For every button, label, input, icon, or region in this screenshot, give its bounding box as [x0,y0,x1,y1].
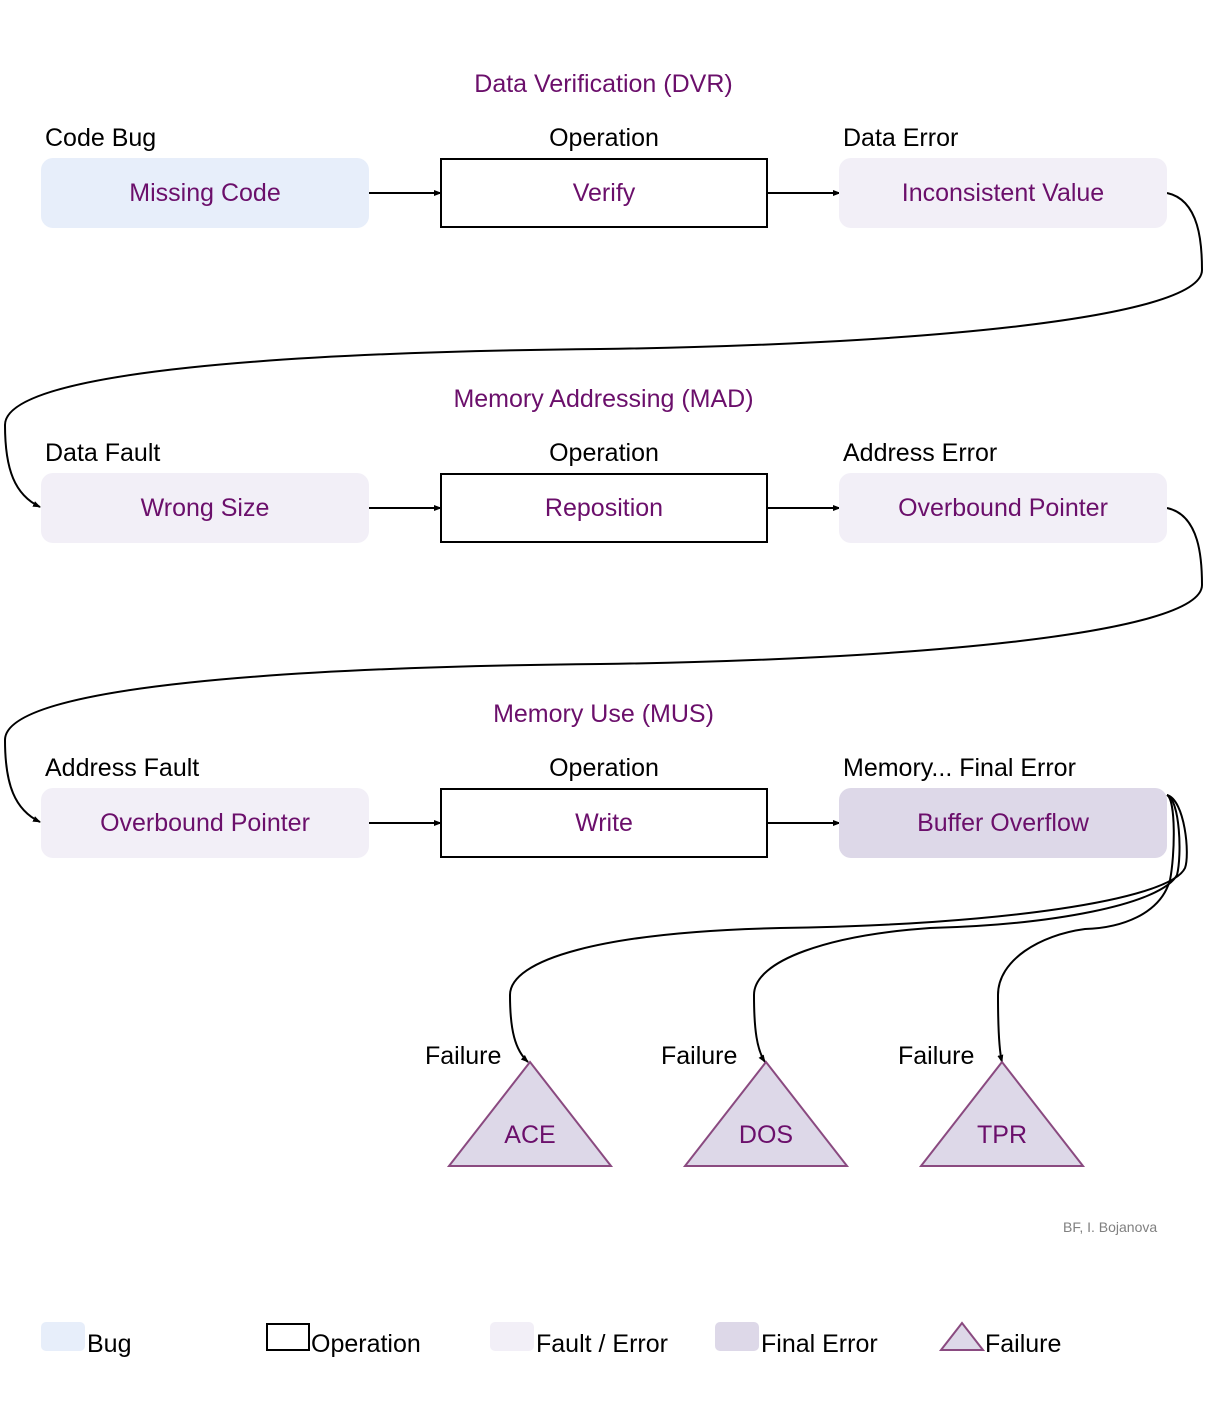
legend-final-swatch [715,1322,759,1351]
section-title-dvr: Data Verification (DVR) [474,70,733,98]
legend-bug-swatch [41,1322,85,1351]
credit-text: BF, I. Bojanova [1063,1219,1158,1235]
legend-operation-swatch [266,1323,310,1351]
failure-triangle-dos [682,1060,850,1167]
failure-triangle-ace [446,1060,614,1167]
node-buffer-overflow: Buffer Overflow [839,788,1167,858]
failure-label-dos: DOS [738,1121,794,1149]
role-label-address-error: Address Error [843,439,998,467]
arrow-buffer-overflow-to-ace [508,794,1188,1063]
role-label-operation: Operation [549,124,659,152]
arrow-dvr-to-mad [3,192,1204,508]
role-label-operation: Operation [549,439,659,467]
failure-triangle-tpr [918,1060,1086,1167]
role-label-data-fault: Data Fault [45,439,161,467]
node-inconsistent-value: Inconsistent Value [839,158,1167,228]
section-title-mad: Memory Addressing (MAD) [453,385,754,413]
role-label-final-error: Memory... Final Error [843,754,1076,782]
legend-label-failure: Failure [985,1330,1062,1358]
legend-label-final-error: Final Error [761,1330,878,1358]
failure-label-tpr: TPR [977,1121,1027,1149]
node-wrong-size: Wrong Size [41,473,369,543]
role-label-data-error: Data Error [843,124,959,152]
failure-label-ace: ACE [504,1121,556,1149]
node-overbound-pointer-error: Overbound Pointer [839,473,1167,543]
role-label-failure-tpr: Failure [898,1042,975,1070]
node-reposition: Reposition [440,473,768,543]
role-label-code-bug: Code Bug [45,124,157,152]
legend-label-bug: Bug [87,1330,132,1358]
node-write: Write [440,788,768,858]
section-title-mus: Memory Use (MUS) [493,700,714,728]
role-label-operation: Operation [549,754,659,782]
node-verify: Verify [440,158,768,228]
legend-label-operation: Operation [311,1330,421,1358]
node-missing-code: Missing Code [41,158,369,228]
arrow-buffer-overflow-to-dos [752,794,1181,1063]
legend-failure-triangle-icon [938,1321,986,1351]
arrow-buffer-overflow-to-tpr [996,794,1175,1063]
role-label-failure-ace: Failure [425,1042,502,1070]
arrow-mad-to-mus [3,507,1204,823]
role-label-failure-dos: Failure [661,1042,738,1070]
role-label-address-fault: Address Fault [45,754,200,782]
legend-fault-swatch [490,1322,534,1351]
legend-label-fault-error: Fault / Error [536,1330,668,1358]
node-overbound-pointer-fault: Overbound Pointer [41,788,369,858]
